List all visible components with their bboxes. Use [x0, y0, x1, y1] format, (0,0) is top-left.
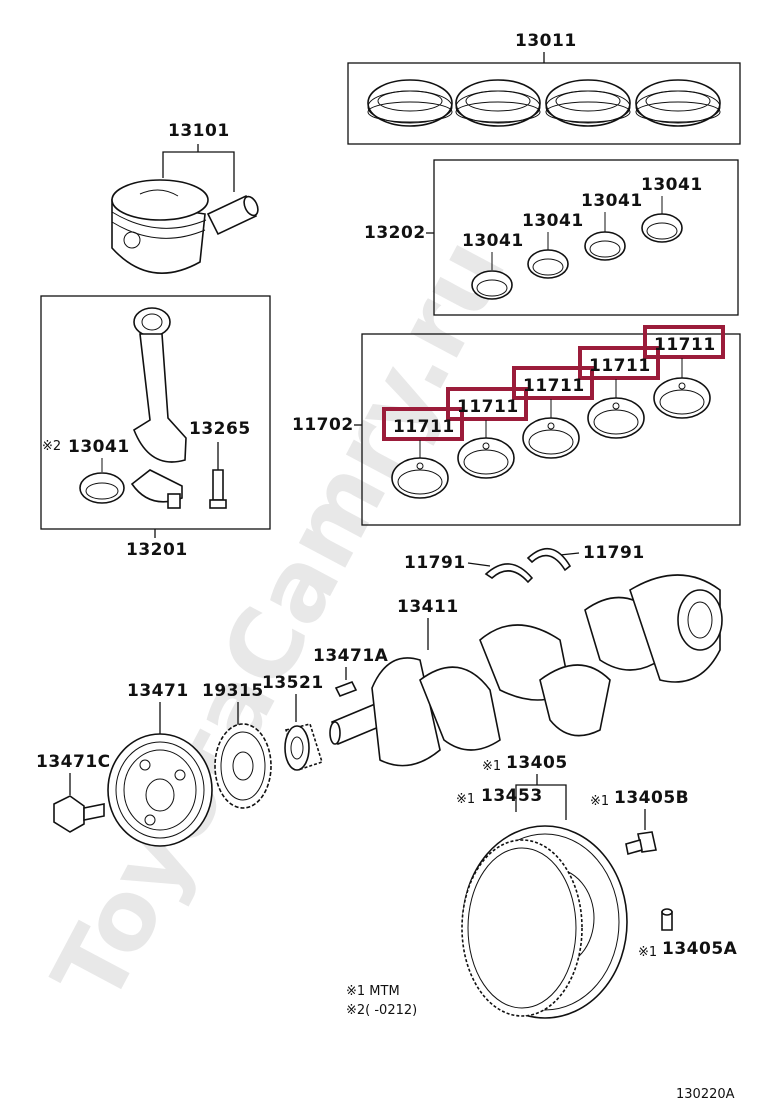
connecting-rod[interactable] — [130, 307, 187, 509]
label-13202[interactable]: 13202 — [364, 223, 426, 243]
label-11711-5[interactable]: 11711 — [654, 335, 716, 355]
highlight-11711-3 — [512, 366, 594, 400]
label-13201[interactable]: 13201 — [126, 540, 188, 560]
ring-gear[interactable] — [461, 839, 583, 1017]
conrod-bearing-box — [433, 159, 739, 316]
label-13471[interactable]: 13471 — [127, 681, 189, 701]
label-19315[interactable]: 19315 — [202, 681, 264, 701]
piston-pin[interactable] — [206, 194, 261, 236]
crankshaft[interactable] — [329, 574, 723, 767]
label-13041-a[interactable]: 13041 — [462, 231, 524, 251]
label-13405B[interactable]: 13405B — [614, 788, 689, 808]
label-13521[interactable]: 13521 — [262, 673, 324, 693]
label-11791-right[interactable]: 11791 — [583, 543, 645, 563]
mark-1-flywheel: ※1 — [482, 759, 501, 774]
piston-ring-set[interactable] — [367, 79, 721, 127]
label-13411[interactable]: 13411 — [397, 597, 459, 617]
label-11791-left[interactable]: 11791 — [404, 553, 466, 573]
label-13471A[interactable]: 13471A — [313, 646, 389, 666]
label-13041-c[interactable]: 13041 — [581, 191, 643, 211]
mark-1-bolt: ※1 — [590, 794, 609, 809]
conrod-bolt[interactable] — [209, 442, 227, 509]
label-13453[interactable]: 13453 — [481, 786, 543, 806]
label-11702[interactable]: 11702 — [292, 415, 354, 435]
highlight-11711-1 — [382, 407, 464, 441]
label-13405[interactable]: 13405 — [506, 753, 568, 773]
flywheel-bolt[interactable] — [625, 831, 657, 856]
mark-1-pin: ※1 — [638, 945, 657, 960]
label-13101[interactable]: 13101 — [168, 121, 230, 141]
label-13471C[interactable]: 13471C — [36, 752, 111, 772]
note-2: ※2( -0212) — [346, 1003, 417, 1018]
conrod-bearing-shell[interactable] — [79, 472, 125, 504]
label-11711-2[interactable]: 11711 — [457, 397, 519, 417]
pulley-bolt[interactable] — [53, 795, 105, 833]
label-13041-b[interactable]: 13041 — [522, 211, 584, 231]
label-11711-3[interactable]: 11711 — [523, 376, 585, 396]
piston-rings-box — [347, 62, 741, 145]
label-13041-conrod[interactable]: 13041 — [68, 437, 130, 457]
crank-gear[interactable] — [284, 723, 323, 772]
diagram-code: 130220A — [676, 1087, 735, 1102]
crank-pulley[interactable] — [107, 733, 213, 847]
label-13011[interactable]: 13011 — [515, 31, 577, 51]
label-11711-4[interactable]: 11711 — [589, 356, 651, 376]
watermark: ToyotaCamry.ru — [31, 221, 527, 1021]
label-13405A[interactable]: 13405A — [662, 939, 738, 959]
crank-key[interactable] — [334, 680, 358, 698]
highlight-11711-4 — [578, 346, 660, 380]
mark-1-ring-gear: ※1 — [456, 792, 475, 807]
mark-2: ※2 — [42, 439, 61, 454]
thrust-washers[interactable] — [484, 548, 572, 584]
note-1: ※1 MTM — [346, 984, 400, 999]
label-13265[interactable]: 13265 — [189, 419, 251, 439]
timing-sprocket[interactable] — [214, 723, 272, 809]
main-bearing-box — [361, 333, 741, 526]
highlight-11711-2 — [446, 387, 528, 421]
piston[interactable] — [111, 179, 209, 274]
main-bearing-shells[interactable] — [391, 377, 711, 499]
highlight-11711-5 — [643, 325, 725, 359]
label-11711-1[interactable]: 11711 — [393, 417, 455, 437]
label-13041-d[interactable]: 13041 — [641, 175, 703, 195]
flywheel-pin[interactable] — [661, 908, 673, 931]
